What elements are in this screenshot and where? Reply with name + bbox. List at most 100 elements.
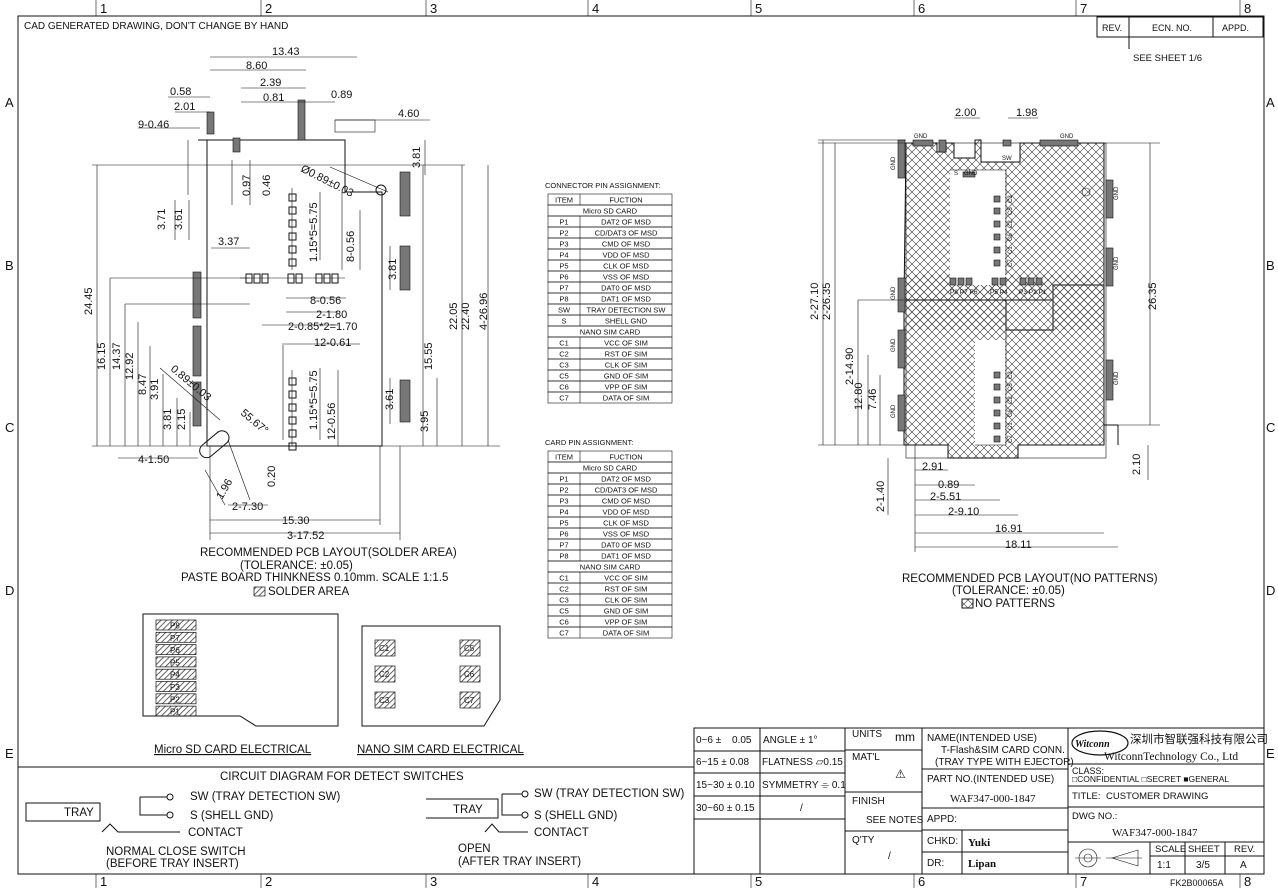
pcb-pad (288, 258, 297, 267)
gnd-sw: GND (964, 171, 978, 177)
table-section: Micro SD CARD (583, 464, 638, 473)
class-label: CLASS: (1072, 766, 1104, 776)
tol-0: 0~6 ± 0.05 (696, 735, 752, 746)
sheet-value: 3/5 (1196, 860, 1210, 871)
right-caption-2: (TOLERANCE: ±0.05) (952, 585, 1065, 597)
pcb-pad (991, 277, 999, 286)
table-cell-item: P4 (559, 251, 568, 260)
name-1: T-Flash&SIM CARD CONN. (941, 745, 1065, 756)
pcb-pad (993, 233, 1001, 241)
dimension-label: 2.00 (955, 107, 976, 119)
pcb-pad (288, 390, 297, 399)
dimension-label: 8-0.56 (345, 231, 357, 262)
zone-row-left: E (5, 746, 14, 761)
zone-row-left: B (5, 258, 14, 273)
chkd-name: Yuki (968, 837, 990, 849)
pad-label: C7 (1008, 259, 1014, 267)
pcb-pad (288, 245, 297, 254)
table-section: NANO SIM CARD (580, 563, 641, 572)
table-cell-item: P2 (559, 229, 568, 238)
gnd-label: GND (891, 286, 897, 300)
scale-label: SCALE (1155, 844, 1186, 855)
units-label: UNITS (852, 729, 882, 740)
qty: Q'TY (852, 835, 875, 846)
card-contact-label: P4 (170, 671, 180, 680)
pad-label: C1 (1008, 246, 1014, 254)
title: CUSTOMER DRAWING (1106, 791, 1208, 802)
pcb-pad (245, 273, 253, 284)
table-cell-function: CD/DAT3 OF MSD (595, 486, 658, 495)
table-cell-function: DATA OF SIM (603, 629, 649, 638)
dimension-label: 3.81 (411, 147, 423, 168)
pcb-pad (957, 277, 965, 286)
dimension-label: 4-1.50 (138, 454, 169, 466)
scale-value: 1:1 (1157, 860, 1171, 871)
zone-col-top: 3 (430, 1, 437, 16)
slash-2: / (888, 851, 891, 862)
table-title: CONNECTOR PIN ASSIGNMENT: (545, 181, 660, 190)
dwg-label: DWG NO.: (1072, 811, 1117, 822)
sim-contact-label: C3 (379, 696, 390, 705)
sheet-label: SHEET (1188, 844, 1220, 855)
pad-label: C3 (1008, 371, 1014, 379)
msd-label: Micro SD CARD ELECTRICAL (154, 744, 312, 756)
gnd-label: GND (1114, 371, 1120, 385)
table-cell-function: SHELL GND (605, 317, 648, 326)
left-cap-2: (BEFORE TRAY INSERT) (106, 858, 239, 870)
pad-label: C5 (1008, 383, 1014, 391)
table-cell-function: CLK OF SIM (605, 596, 648, 605)
logo-text: Witconn (1075, 739, 1110, 750)
zone-row-right: A (1266, 95, 1275, 110)
sim-contact (459, 691, 481, 709)
dimension-label: 12.92 (124, 352, 136, 380)
revision-block: REV. ECN. NO. APPD. SEE SHEET 1/6 (1096, 16, 1264, 64)
dwg-no: WAF347-000-1847 (1112, 827, 1198, 839)
dimension-label: 15.30 (282, 515, 310, 527)
card-contact (155, 619, 197, 631)
table-cell-item: P7 (559, 541, 568, 550)
pad-label: C5 (1008, 207, 1014, 215)
table-cell-item: P6 (559, 530, 568, 539)
sim-label: NANO SIM CARD ELECTRICAL (357, 744, 524, 756)
table-cell-function: VDD OF MSD (602, 508, 650, 517)
sim-contact (374, 691, 396, 709)
matl: MAT'L (852, 752, 880, 763)
table-cell-item: C7 (559, 629, 569, 638)
table-cell-function: VSS OF MSD (603, 273, 650, 282)
finish: FINISH (852, 796, 885, 807)
pcb-pad (288, 377, 297, 386)
dimension-label: 15.55 (423, 342, 435, 370)
dimension-label: 2-9.10 (948, 506, 979, 518)
right-caption-1: RECOMMENDED PCB LAYOUT(NO PATTERNS) (902, 573, 1158, 585)
title-label: TITLE: (1072, 791, 1101, 802)
left-caption-1: RECOMMENDED PCB LAYOUT(SOLDER AREA) (200, 547, 457, 559)
dimension-label: 0.58 (170, 86, 191, 98)
dimension-label: 2-1.80 (316, 309, 347, 321)
table-cell-item: P6 (559, 273, 568, 282)
sim-contact (374, 665, 396, 683)
card-contact-label: P5 (170, 658, 180, 667)
right-legend: NO PATTERNS (975, 598, 1055, 610)
table-cell-item: C3 (559, 596, 569, 605)
zone-row-left: C (5, 420, 14, 435)
card-contact (155, 693, 197, 705)
card-contact-label: P2 (170, 695, 180, 704)
zone-col-top: 8 (1244, 1, 1251, 16)
table-cell-item: C6 (559, 618, 569, 627)
pad-label: C7 (1008, 435, 1014, 443)
table-cell-item: P4 (559, 508, 568, 517)
pcb-pad (287, 273, 295, 284)
dimension-label: 13.43 (272, 46, 300, 58)
dimension-label: 2-5.51 (930, 491, 961, 503)
gnd-top-1: GND (914, 134, 928, 140)
table-cell-function: FUCTION (609, 196, 642, 205)
contact-left: CONTACT (188, 827, 243, 839)
table-cell-function: DAT1 OF MSD (601, 552, 651, 561)
dimension-label: 2-26.35 (821, 283, 833, 320)
table-cell-item: P8 (559, 552, 568, 561)
dimension-label: 3.95 (419, 411, 431, 432)
card-contact-label: P6 (170, 646, 180, 655)
table-cell-item: ITEM (555, 453, 573, 462)
zone-row-right: B (1266, 258, 1275, 273)
dimension-label: 2-1.40 (875, 481, 887, 512)
